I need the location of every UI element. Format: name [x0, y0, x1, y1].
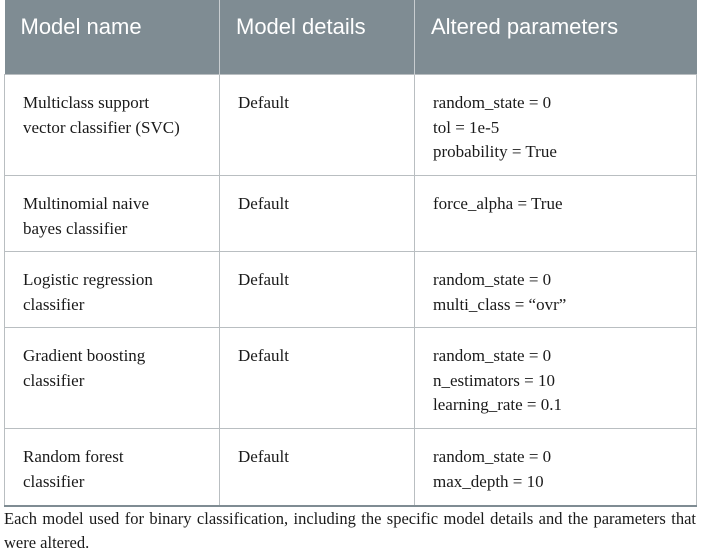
model-name-line: Random forest: [23, 447, 124, 466]
parameter-line: learning_rate = 0.1: [433, 395, 563, 414]
parameter-line: random_state = 0: [433, 447, 552, 466]
model-name-cell: Logistic regression classifier: [4, 251, 220, 328]
model-name-line: Logistic regression: [23, 270, 153, 289]
model-name-cell: Random forest classifier: [4, 428, 220, 507]
model-name-cell: Multiclass support vector classifier (SV…: [4, 74, 220, 176]
model-details-cell: Default: [219, 251, 415, 328]
parameter-line: tol = 1e-5: [433, 117, 500, 137]
table-row: Gradient boosting classifier Default ran…: [4, 327, 697, 429]
model-name-line: classifier: [23, 294, 85, 314]
header-altered-parameters: Altered parameters: [414, 0, 697, 75]
altered-parameters-cell: random_state = 0 n_estimators = 10 learn…: [414, 327, 697, 429]
parameter-line: probability = True: [433, 142, 557, 161]
table-row: Multiclass support vector classifier (SV…: [4, 74, 697, 176]
model-name-line: bayes classifier: [23, 218, 128, 238]
parameter-line: max_depth = 10: [433, 471, 544, 491]
parameter-line: random_state = 0: [433, 93, 552, 112]
parameter-line: force_alpha = True: [433, 194, 563, 213]
table-row: Random forest classifier Default random_…: [4, 428, 697, 507]
header-model-details: Model details: [219, 0, 415, 75]
altered-parameters-cell: random_state = 0 max_depth = 10: [414, 428, 697, 507]
header-model-name: Model name: [4, 0, 220, 75]
model-name-line: classifier: [23, 471, 85, 491]
model-name-cell: Gradient boosting classifier: [4, 327, 220, 429]
model-name-line: Gradient boosting: [23, 346, 146, 365]
table-header-row: Model name Model details Altered paramet…: [4, 0, 697, 75]
model-name-line: Multiclass support: [23, 93, 150, 112]
table-row: Logistic regression classifier Default r…: [4, 251, 697, 328]
altered-parameters-cell: random_state = 0 multi_class = “ovr”: [414, 251, 697, 328]
model-details-cell: Default: [219, 428, 415, 507]
model-details-cell: Default: [219, 74, 415, 176]
table-row: Multinomial naive bayes classifier Defau…: [4, 175, 697, 252]
table-caption: Each model used for binary classificatio…: [4, 508, 696, 552]
model-name-line: classifier: [23, 370, 85, 390]
parameter-line: random_state = 0: [433, 270, 552, 289]
model-table-container: Model name Model details Altered paramet…: [4, 0, 697, 507]
altered-parameters-cell: random_state = 0 tol = 1e-5 probability …: [414, 74, 697, 176]
parameter-line: random_state = 0: [433, 346, 552, 365]
model-name-line: vector classifier (SVC): [23, 117, 180, 137]
model-parameters-table: Model name Model details Altered paramet…: [4, 0, 697, 507]
model-name-cell: Multinomial naive bayes classifier: [4, 175, 220, 252]
model-name-line: Multinomial naive: [23, 194, 150, 213]
model-details-cell: Default: [219, 327, 415, 429]
parameter-line: multi_class = “ovr”: [433, 294, 567, 314]
parameter-line: n_estimators = 10: [433, 370, 555, 390]
altered-parameters-cell: force_alpha = True: [414, 175, 697, 252]
model-details-cell: Default: [219, 175, 415, 252]
